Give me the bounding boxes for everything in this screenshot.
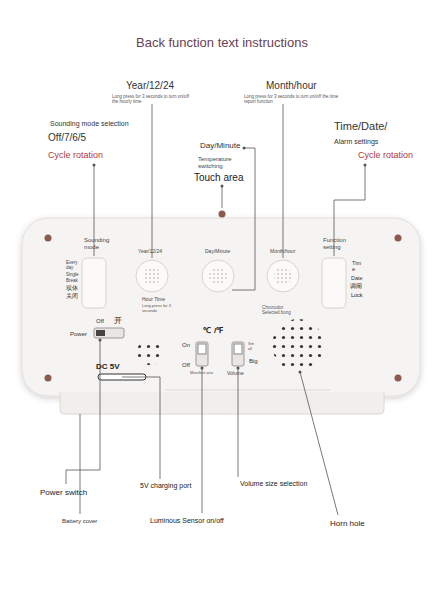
callout-label: Volume size selection: [240, 480, 307, 488]
device-label: Sounding mode: [84, 237, 110, 251]
device-label: Every day: [66, 260, 80, 270]
device-label: Function setting: [323, 237, 351, 251]
device-label: 调闹: [350, 283, 362, 289]
diagram-title: Back function text instructions: [136, 36, 308, 51]
device-label: Single: [66, 272, 79, 277]
device-label: Off: [182, 362, 190, 369]
device-label: Manifest ana: [190, 371, 213, 376]
device-label: Hour Time: [142, 297, 165, 303]
device-label: Volume: [227, 371, 244, 377]
callout-label: Alarm settings: [334, 138, 378, 146]
callout-label: Long press for 3 seconds to turn on/off …: [112, 94, 194, 104]
callout-label: Year/12/24: [126, 80, 174, 92]
callout-label: Sounding mode selection: [50, 120, 129, 128]
callout-label: Temperature switching: [198, 156, 242, 170]
device-label: Big: [249, 358, 258, 365]
device-label: Chronodor Selected bong: [262, 305, 302, 315]
device-label: Date: [351, 275, 363, 281]
callout-label: Touch area: [194, 172, 243, 184]
device-label: /℉: [214, 326, 223, 335]
callout-label: Off/7/6/5: [48, 132, 86, 144]
callout-label: Battery cover: [62, 518, 97, 525]
device-label: Year/12/24: [138, 249, 162, 255]
device-label: Power: [70, 331, 87, 338]
callout-label: Cycle rotation: [48, 150, 103, 160]
callout-label: Cycle rotation: [358, 150, 413, 160]
callout-label: Month/hour: [266, 80, 317, 92]
callout-label: Luminous Sensor on/off: [150, 517, 224, 525]
device-label: Long press for 3 seconds: [142, 304, 172, 313]
device-label: 双休: [66, 285, 78, 291]
callout-label: Time/Date/: [334, 120, 387, 133]
device-label: Break: [66, 278, 78, 283]
device-label: Lock: [351, 292, 363, 298]
device-label: Month/hour: [270, 249, 295, 255]
device-label: Tim e: [352, 260, 360, 273]
device-label: On: [182, 342, 190, 349]
device-label: Day/Minute: [205, 249, 230, 255]
callout-label: 5V charging port: [140, 482, 191, 490]
device-label: ℃: [203, 326, 211, 335]
callout-label: Power switch: [40, 488, 87, 497]
callout-label: Long press for 3 seconds to turn on/off …: [244, 94, 340, 104]
device-label: Off: [96, 318, 104, 325]
callout-label: Day/Minute: [200, 141, 240, 150]
device-label: DC 5V: [96, 362, 120, 371]
device-label: 开: [114, 316, 122, 325]
device-label: Sm all: [248, 342, 258, 351]
callout-label: Horn hole: [330, 519, 365, 528]
device-label: 关闭: [66, 293, 78, 299]
